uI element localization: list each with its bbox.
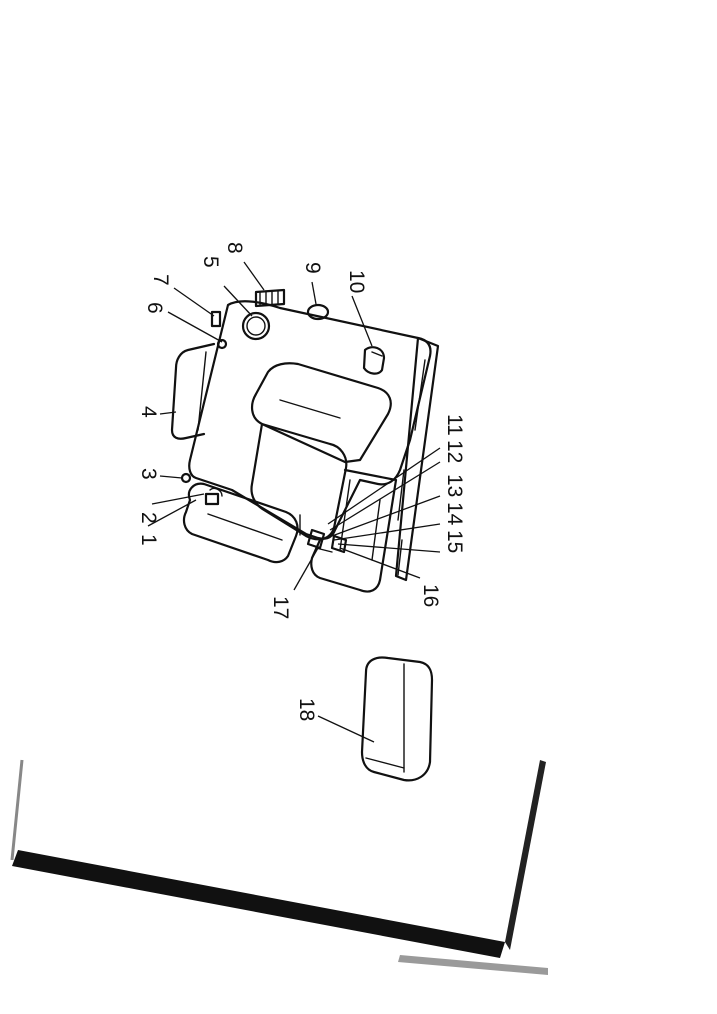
- top-thread-guide: [182, 474, 190, 482]
- accessory-box: [362, 658, 432, 781]
- callout-13: 13: [443, 474, 466, 497]
- callout-9: 9: [301, 262, 324, 274]
- bed-extension: [311, 470, 396, 592]
- callout-8: 8: [223, 242, 246, 254]
- face-plate: [184, 484, 298, 562]
- callout-18: 18: [295, 698, 318, 721]
- callout-1: 1: [137, 534, 160, 546]
- base-plate: [396, 338, 438, 580]
- machine-body: [189, 301, 430, 538]
- callout-7: 7: [149, 274, 172, 286]
- callout-15: 15: [443, 530, 466, 553]
- callout-12: 12: [443, 440, 466, 463]
- callout-3: 3: [137, 468, 160, 480]
- callout-11: 11: [443, 414, 466, 436]
- sewing-machine-illustration: [172, 290, 438, 592]
- callout-6: 6: [143, 302, 166, 314]
- callout-16: 16: [419, 584, 442, 607]
- callout-4: 4: [137, 406, 160, 418]
- callout-2: 2: [137, 512, 160, 524]
- callout-17: 17: [269, 596, 292, 619]
- thread-tension-pin: [212, 312, 220, 326]
- callout-5: 5: [199, 256, 222, 268]
- callout-10: 10: [345, 270, 368, 293]
- spool-holder: [364, 347, 384, 373]
- paper-edge: [12, 760, 548, 975]
- callout-14: 14: [443, 502, 466, 526]
- take-up-lever: [206, 494, 218, 504]
